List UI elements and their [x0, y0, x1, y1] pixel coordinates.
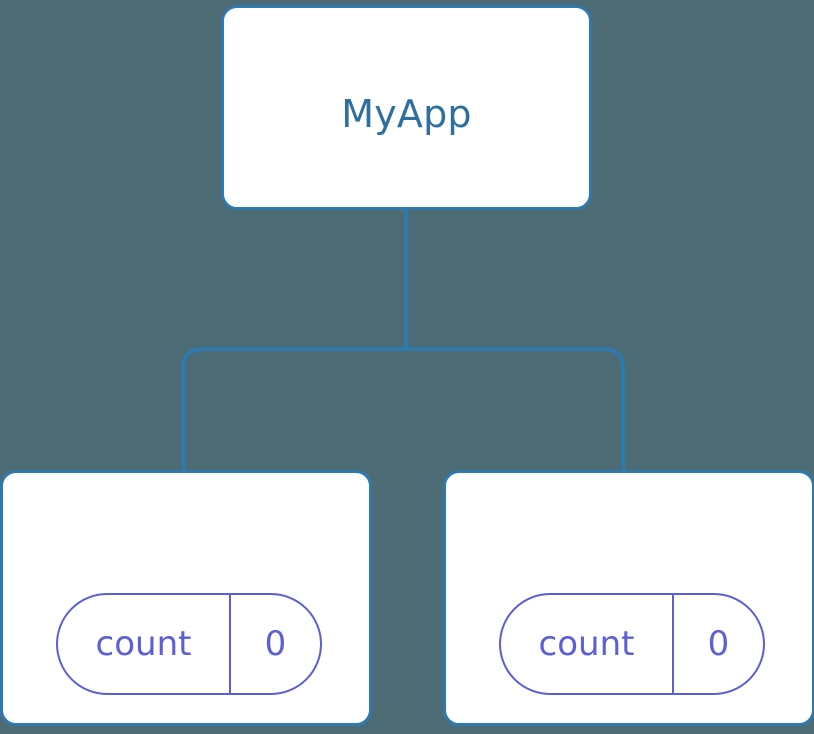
component-node-root[interactable]: MyApp [221, 5, 592, 210]
component-node-child-0[interactable]: MyButton count 0 [0, 470, 372, 726]
state-badge[interactable]: count 0 [499, 593, 765, 695]
state-key-label: count [501, 595, 674, 693]
state-badge[interactable]: count 0 [56, 593, 322, 695]
connector-bracket-left [181, 347, 406, 472]
state-key-label: count [58, 595, 231, 693]
state-value-label: 0 [707, 624, 730, 664]
state-value-label: 0 [264, 624, 287, 664]
component-node-label: MyApp [341, 92, 472, 136]
connector-bracket-right [406, 347, 625, 472]
component-node-child-1[interactable]: MyButton count 0 [443, 470, 814, 726]
